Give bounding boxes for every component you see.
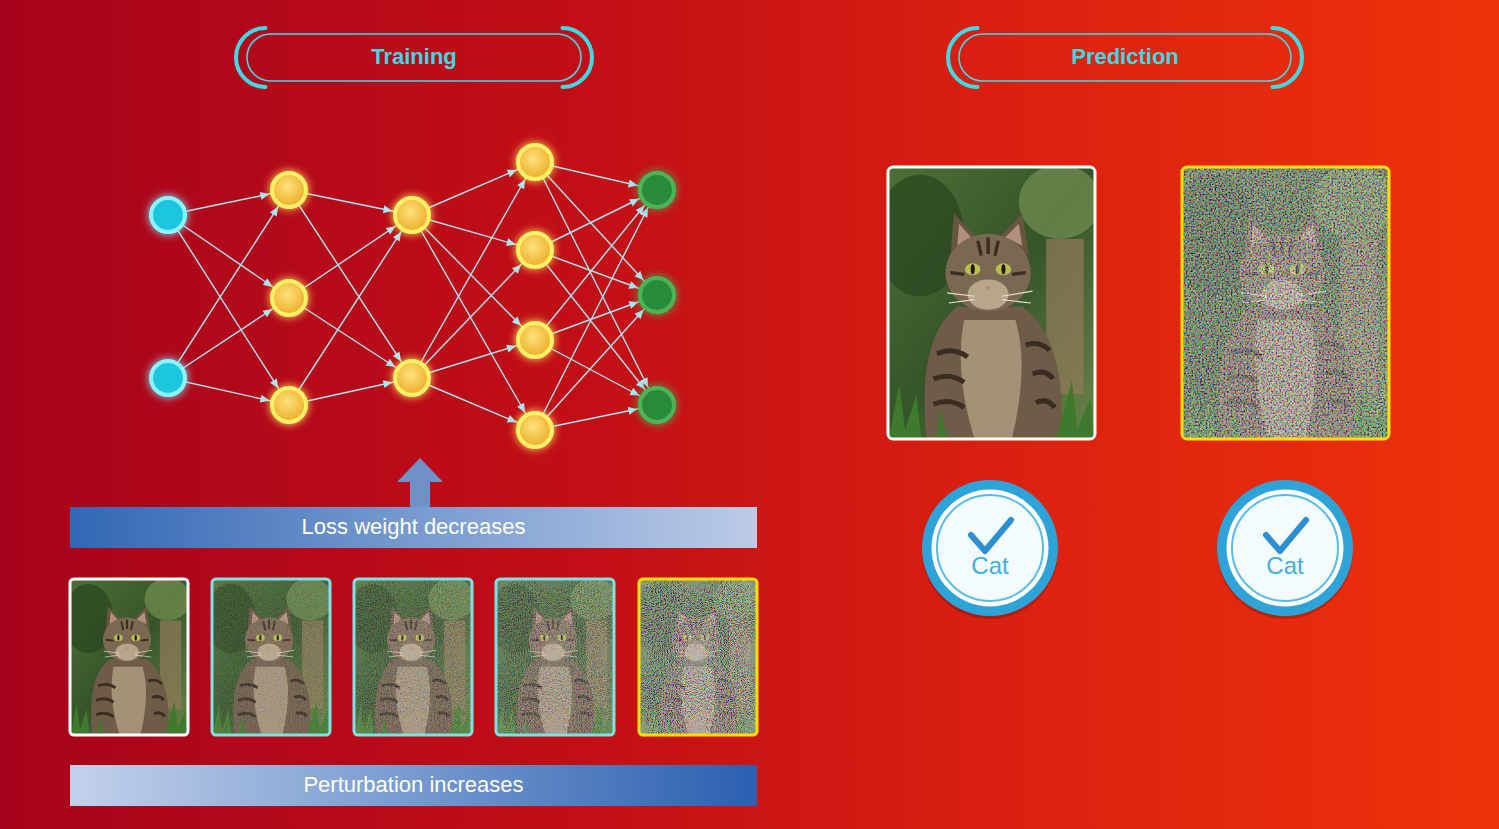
nn-connections (412, 340, 535, 378)
loss-weight-bar: Loss weight decreases (70, 507, 757, 548)
nn-connections (535, 190, 657, 340)
nn-connections (168, 215, 289, 298)
badge-circle (1232, 495, 1338, 601)
check-mark (1266, 520, 1306, 551)
training-images (354, 579, 472, 735)
prediction-images (1169, 165, 1395, 438)
prediction-badge: Cat (920, 478, 1060, 618)
badge-circle (1227, 490, 1344, 607)
training-images (632, 578, 760, 734)
nn-connections (535, 190, 657, 250)
training-images (347, 578, 475, 734)
pill-bracket (563, 28, 592, 87)
section-title: Prediction (1071, 44, 1179, 70)
nn-connections (535, 162, 657, 405)
badge-circle (937, 495, 1043, 601)
training-images (213, 580, 329, 734)
nn-connections (535, 295, 657, 340)
output-neurons (640, 388, 674, 422)
input-neurons (151, 198, 185, 395)
nn-connections (412, 215, 535, 250)
badge-circle (922, 480, 1058, 616)
section-title: Training (371, 44, 457, 70)
nn-connections (412, 162, 535, 378)
pill-outline (959, 34, 1291, 81)
pill-outline (247, 34, 581, 81)
nn-connections (412, 250, 535, 378)
badge-circle (932, 490, 1049, 607)
prediction-images (1182, 167, 1389, 439)
training-images (632, 578, 760, 734)
training-images (347, 578, 475, 734)
nn-connections (412, 162, 535, 215)
output-neurons (640, 173, 674, 422)
up-arrow (397, 458, 443, 508)
perturbation-bar: Perturbation increases (70, 765, 757, 806)
nn-connections (289, 215, 412, 298)
section-pill: Prediction (945, 25, 1305, 90)
class-label: Cat (1266, 552, 1303, 581)
nn-connections (535, 162, 657, 295)
prediction-images (875, 165, 1395, 439)
pill-bracket (948, 28, 977, 87)
training-images (63, 578, 760, 735)
training-images (63, 578, 191, 734)
training-images (496, 579, 614, 735)
hidden-neurons (518, 323, 552, 357)
hidden-neurons (518, 413, 552, 447)
training-images (212, 579, 330, 735)
nn-connections (168, 298, 289, 378)
training-images (70, 579, 188, 735)
badge-circle (1217, 480, 1353, 616)
training-images (489, 578, 617, 734)
hidden-neurons (518, 145, 552, 179)
training-images (355, 580, 471, 734)
training-images (497, 580, 613, 734)
prediction-images (875, 165, 1101, 438)
hidden-neurons (272, 173, 306, 207)
output-neurons (640, 278, 674, 312)
input-neurons (151, 361, 185, 395)
badge-circle (1215, 478, 1355, 618)
bar-label: Perturbation increases (303, 772, 523, 798)
prediction-images (1183, 168, 1388, 438)
prediction-images (888, 167, 1095, 439)
nn-connections (535, 190, 657, 430)
prediction-badge: Cat (1215, 478, 1355, 618)
training-images (205, 578, 333, 734)
hidden-neurons (272, 281, 306, 315)
bar-label: Loss weight decreases (302, 514, 526, 540)
hidden-neurons (272, 145, 552, 447)
hidden-neurons (395, 198, 429, 232)
training-images (489, 578, 617, 734)
training-images (63, 578, 191, 734)
badge-circle (920, 478, 1060, 618)
input-neurons (151, 198, 185, 232)
prediction-images (1169, 165, 1395, 438)
training-images (639, 579, 757, 735)
pill-bracket (236, 28, 265, 87)
output-neurons (640, 173, 674, 207)
hidden-neurons (518, 233, 552, 267)
training-images (640, 580, 756, 734)
hidden-neurons (272, 388, 306, 422)
training-images (205, 578, 333, 734)
class-label: Cat (971, 552, 1008, 581)
nn-connections (412, 378, 535, 430)
nn-connections (535, 250, 657, 405)
prediction-images (875, 165, 1101, 438)
section-pill: Training (233, 25, 595, 90)
pill-bracket (1273, 28, 1302, 87)
nn-connections (168, 162, 657, 430)
hidden-neurons (395, 361, 429, 395)
check-mark (971, 520, 1011, 551)
